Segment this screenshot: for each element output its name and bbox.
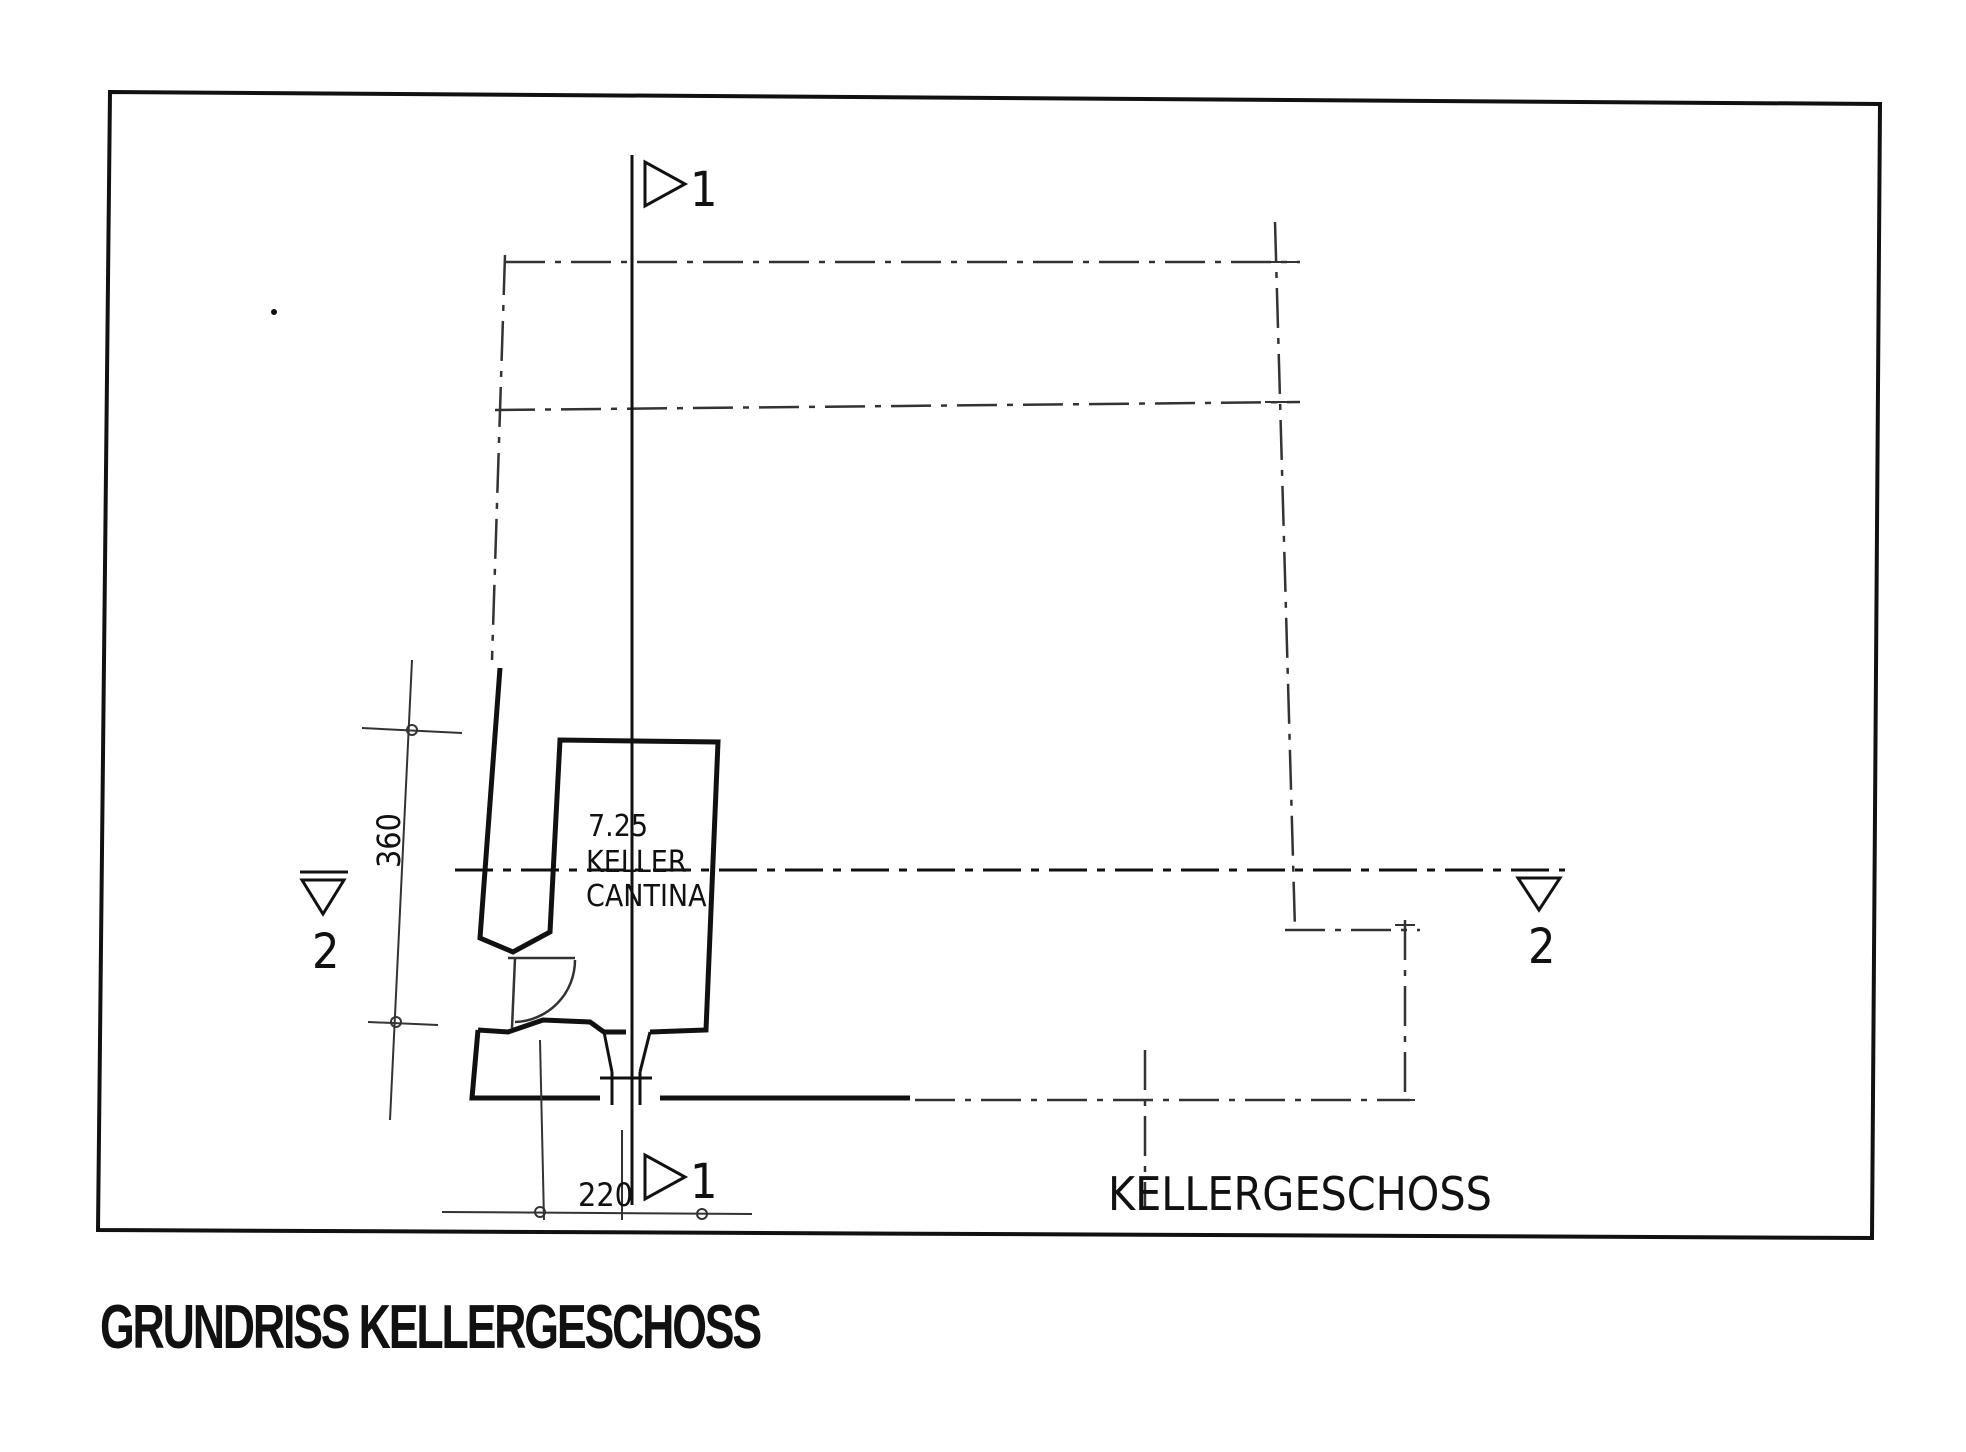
- section-2-right-triangle: [1515, 876, 1563, 913]
- dimension-220-value: 220: [578, 1176, 633, 1214]
- room-area: 7.25: [588, 809, 648, 844]
- corner-ticks: [1265, 261, 1415, 1101]
- basement-walls: [469, 667, 910, 1101]
- drawing-caption: GRUNDRISS KELLERGESCHOSS: [100, 1293, 762, 1362]
- section-2-right-label: 2: [1528, 919, 1555, 975]
- drawing-frame: [95, 89, 1883, 1241]
- section-1-bottom-triangle: [643, 1152, 689, 1202]
- section-2-left-label: 2: [312, 924, 339, 980]
- dimension-360: [361, 659, 463, 1121]
- door-swing: [508, 956, 577, 1029]
- section-1-top-triangle: [643, 159, 689, 209]
- floor-label: KELLERGESCHOSS: [1108, 1167, 1492, 1221]
- section-1-bottom-label: 1: [690, 1154, 717, 1210]
- stair-funnel: [600, 1031, 652, 1105]
- upper-outline-dashed: [490, 221, 1420, 1210]
- section-1-top-label: 1: [690, 162, 717, 218]
- room-name-de: KELLER: [586, 845, 687, 880]
- dimension-360-value: 360: [370, 813, 408, 868]
- paper-speck: [271, 309, 277, 315]
- room-name-it: CANTINA: [586, 879, 707, 914]
- dimension-220: [441, 1039, 753, 1221]
- section-2-left-triangle: [299, 878, 347, 917]
